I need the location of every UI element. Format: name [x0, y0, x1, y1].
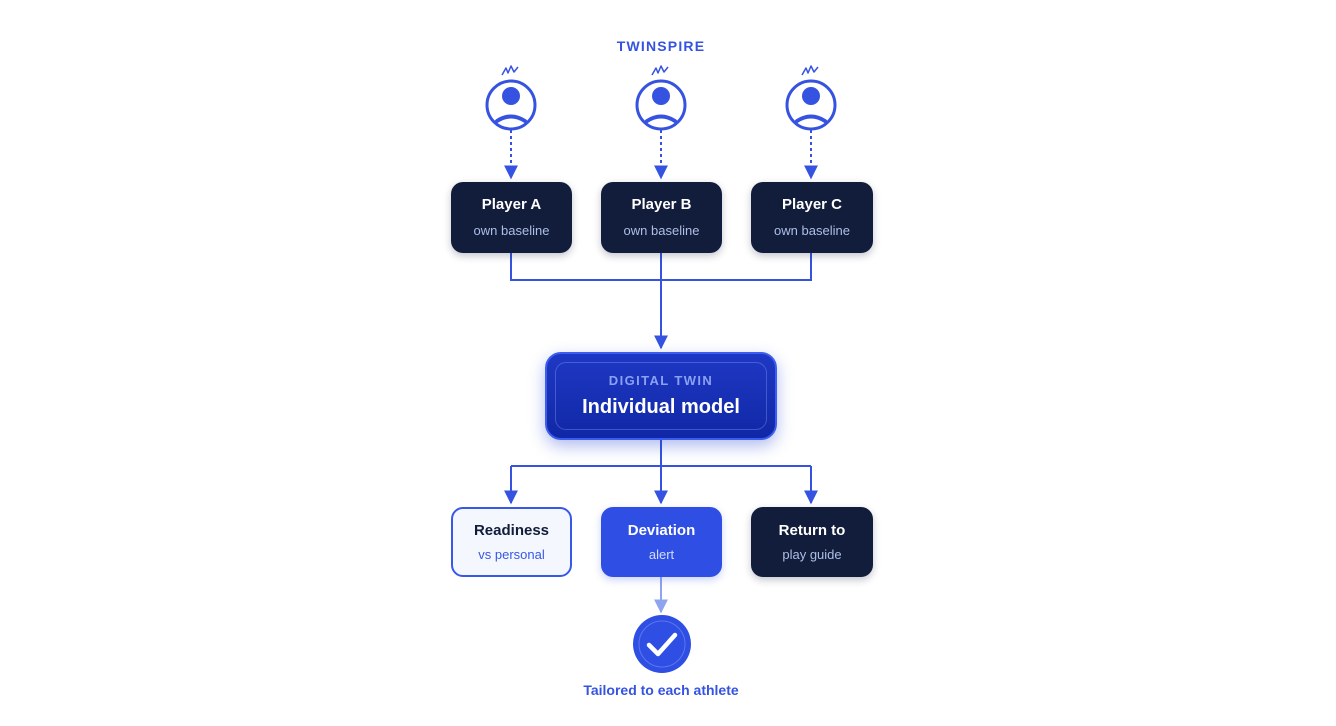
player-card-a: Player A own baseline [451, 182, 572, 253]
player-name: Player C [781, 196, 843, 213]
return-to-play-card: Return to play guide [751, 507, 873, 577]
athlete-avatar-icon [775, 62, 847, 138]
return-sub: play guide [782, 546, 842, 562]
readiness-title: Readiness [473, 521, 550, 539]
deviation-title: Deviation [627, 521, 696, 539]
athlete-avatar-icon [475, 62, 547, 138]
return-title: Return to [778, 521, 846, 539]
deviation-card: Deviation alert [601, 507, 722, 577]
deviation-sub: alert [648, 546, 675, 562]
athlete-avatar-icon [625, 62, 697, 138]
player-card-c: Player C own baseline [751, 182, 873, 253]
twin-title: Individual model [582, 396, 740, 418]
digital-twin-node: DIGITAL TWIN Individual model [545, 352, 777, 440]
player-baseline: own baseline [774, 223, 850, 238]
player-baseline: own baseline [623, 223, 700, 238]
player-name: Player B [631, 196, 692, 213]
player-name: Player A [481, 196, 542, 213]
readiness-card: Readiness vs personal [451, 507, 572, 577]
player-card-b: Player B own baseline [601, 182, 722, 253]
merge-connector [510, 253, 812, 348]
readiness-sub: vs personal [478, 546, 545, 562]
player-baseline: own baseline [473, 223, 550, 238]
result-caption: Tailored to each athlete [583, 682, 739, 698]
twin-kicker: DIGITAL TWIN [608, 373, 714, 388]
checkmark-icon [632, 614, 692, 674]
brand-title: TWINSPIRE [616, 38, 706, 54]
